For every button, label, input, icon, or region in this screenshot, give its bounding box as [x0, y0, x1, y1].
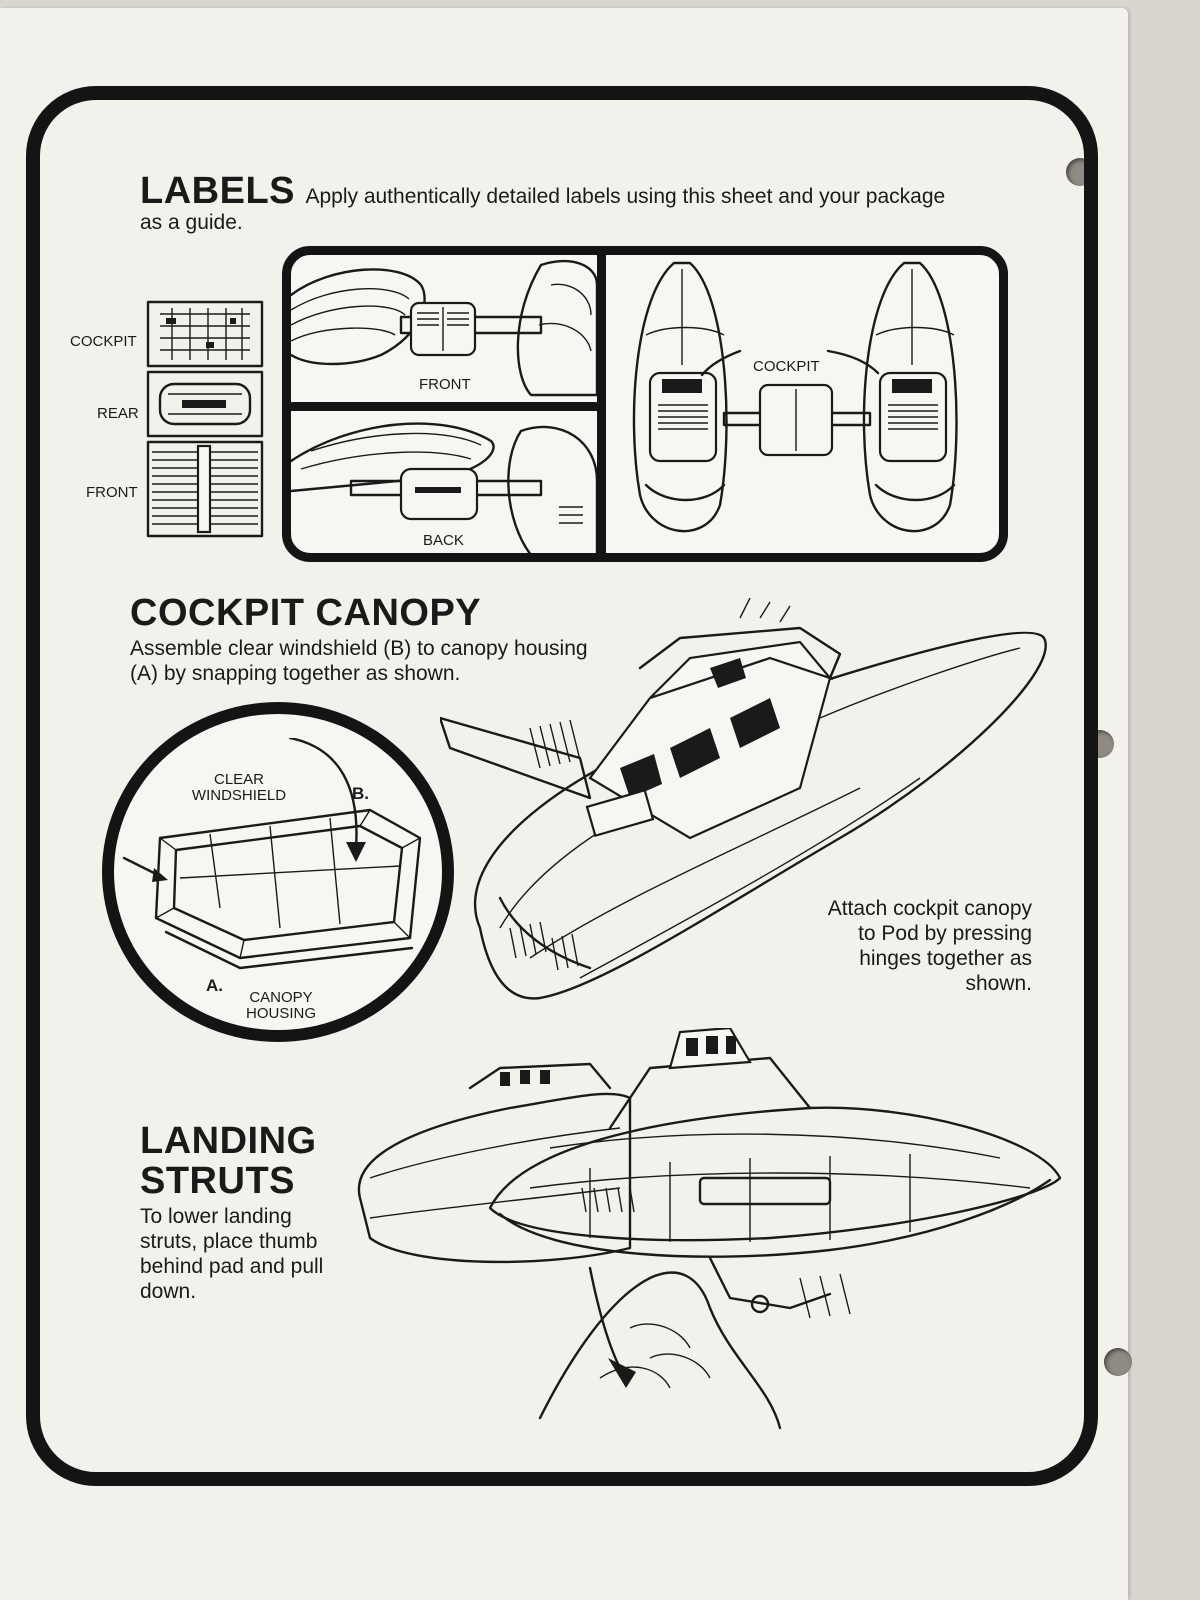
labels-description: Apply authentically detailed labels usin…: [140, 185, 946, 234]
canopy-parts-illustration: [122, 738, 422, 970]
cockpit-top-view-illustration: [632, 261, 958, 533]
views-panel-group: FRONT BACK: [282, 246, 1008, 562]
struts-description: To lower landing struts, place thumb beh…: [140, 1205, 324, 1303]
pod-with-canopy-illustration: [440, 598, 1047, 1000]
attach-canopy-note: Attach cockpit canopy to Pod by pressing…: [827, 897, 1032, 995]
part-a-label: A.: [206, 976, 223, 995]
clear-windshield-caption: CLEAR WINDSHIELD: [191, 771, 287, 804]
label-front-caption: FRONT: [86, 484, 138, 501]
part-b-label: B.: [352, 784, 369, 803]
struts-heading-line1: LANDING: [140, 1120, 317, 1162]
label-rear-caption: REAR: [97, 405, 139, 422]
back-view-illustration: [291, 422, 597, 553]
page-frame: [26, 86, 1098, 1486]
label-sheet-illustration: [146, 300, 264, 538]
front-view-illustration: [291, 259, 597, 397]
instruction-sheet: LABELS Apply authentically detailed labe…: [0, 8, 1132, 1600]
labels-heading-block: LABELS Apply authentically detailed labe…: [140, 172, 970, 235]
canopy-housing-caption: CANOPY HOUSING: [245, 989, 316, 1022]
canopy-heading: COCKPIT CANOPY: [130, 592, 482, 634]
cockpit-view-caption: COCKPIT: [753, 358, 820, 375]
labels-heading: LABELS: [140, 170, 295, 212]
binder-hole-bottom: [1104, 1348, 1132, 1376]
front-view-caption: FRONT: [419, 376, 471, 393]
canopy-description: Assemble clear windshield (B) to canopy …: [130, 637, 588, 685]
back-view-caption: BACK: [423, 532, 464, 549]
landing-struts-illustration: [357, 1028, 1062, 1430]
label-cockpit-caption: COCKPIT: [70, 333, 137, 350]
struts-heading-line2: STRUTS: [140, 1160, 295, 1202]
